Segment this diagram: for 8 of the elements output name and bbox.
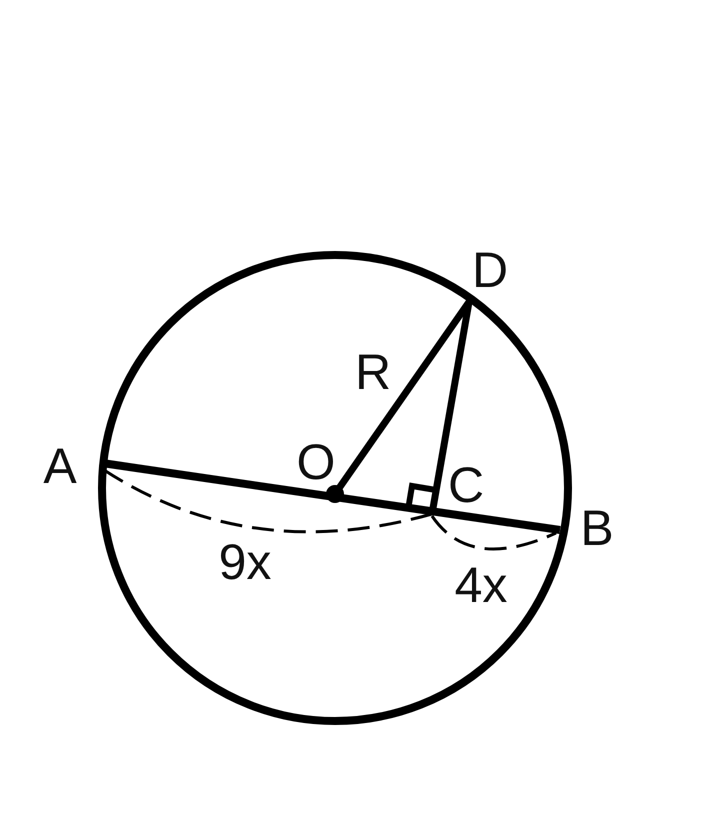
point-label: O [296,437,336,487]
radius-label: R [354,347,392,397]
point-label: B [580,503,614,553]
length-label: 9x [218,537,272,587]
length-label: 4x [454,560,508,610]
point-label: A [43,441,77,491]
point-label: C [448,460,484,510]
point-label: D [472,245,508,295]
